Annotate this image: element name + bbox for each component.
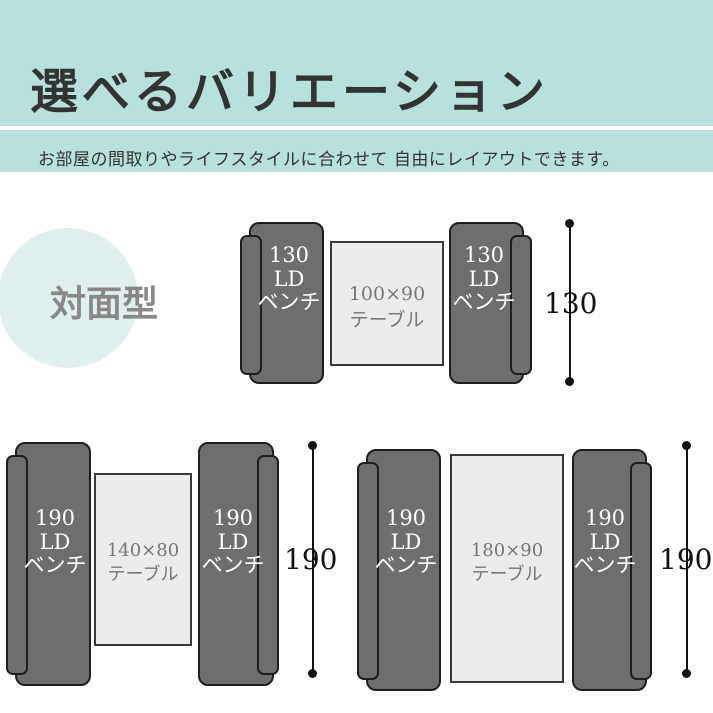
dimension-line xyxy=(569,224,571,382)
left-bench-armrest xyxy=(240,235,262,375)
left-bench-label: 190 LD ベンチ xyxy=(374,506,438,578)
dimension-label: 130 xyxy=(544,287,598,320)
type-label: 対面型 xyxy=(50,283,159,325)
header-band: 選べるバリエーション お部屋の間取りやライフスタイルに合わせて 自由にレイアウト… xyxy=(0,0,713,172)
right-bench-label: 190 LD ベンチ xyxy=(201,506,265,578)
left-bench-label: 130 LD ベンチ xyxy=(257,243,321,315)
left-bench-label: 190 LD ベンチ xyxy=(23,506,87,578)
dining-table xyxy=(330,241,444,366)
dimension-dot-bottom xyxy=(682,669,691,678)
dimension-label: 190 xyxy=(659,543,713,576)
dining-table xyxy=(94,473,192,646)
left-bench-armrest xyxy=(357,462,379,680)
dimension-dot-top xyxy=(682,441,691,450)
table-label: 140×80 テーブル xyxy=(106,540,180,586)
type-badge-circle xyxy=(0,228,138,368)
page-title: 選べるバリエーション xyxy=(30,64,550,120)
dining-table xyxy=(450,454,564,683)
left-bench-armrest xyxy=(6,455,28,675)
table-label: 180×90 テーブル xyxy=(470,540,544,586)
page-subtitle: お部屋の間取りやライフスタイルに合わせて 自由にレイアウトできます。 xyxy=(38,150,620,170)
table-label: 100×90 テーブル xyxy=(348,283,426,331)
right-bench-label: 190 LD ベンチ xyxy=(573,506,637,578)
dimension-dot-bottom xyxy=(308,669,317,678)
right-bench-label: 130 LD ベンチ xyxy=(452,243,516,315)
dimension-dot-bottom xyxy=(565,377,574,386)
dimension-label: 190 xyxy=(284,543,338,576)
dimension-dot-top xyxy=(565,219,574,228)
right-bench-armrest xyxy=(257,455,279,675)
right-bench-armrest xyxy=(630,462,652,680)
dimension-dot-top xyxy=(308,441,317,450)
right-bench-armrest xyxy=(510,235,532,375)
dimension-line xyxy=(312,446,314,674)
header-divider xyxy=(0,126,713,130)
dimension-line xyxy=(686,446,688,674)
